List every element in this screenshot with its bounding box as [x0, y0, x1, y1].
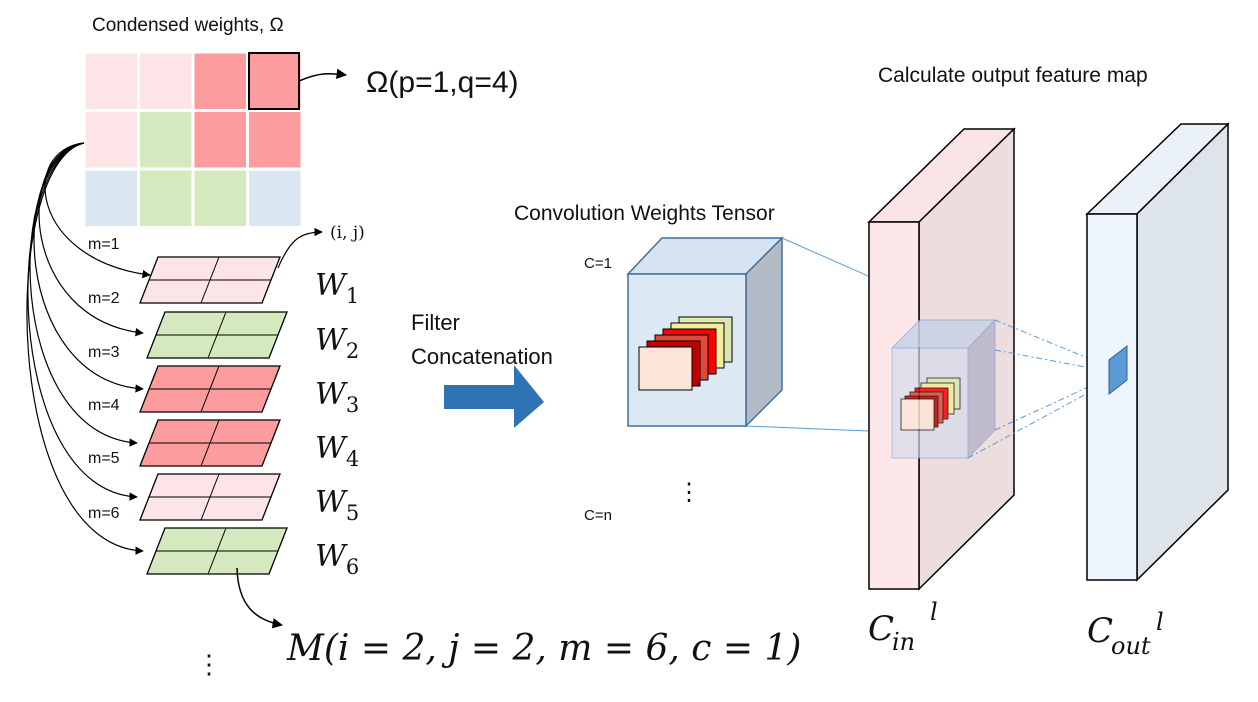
w-label: W2: [315, 323, 359, 363]
ij-callout-arrow: [277, 227, 323, 269]
filter-5: [139, 473, 281, 521]
c-last-label: C=n: [584, 507, 612, 524]
output-title: Calculate output feature map: [878, 64, 1148, 87]
grid-cell: [137, 50, 195, 112]
connector-curves: [26, 142, 151, 555]
w-label: W3: [315, 377, 359, 417]
c-in-label: C in l: [868, 598, 938, 656]
m-label: m=1: [88, 236, 120, 253]
m-label: m=2: [88, 290, 120, 307]
concat-label-line1: Filter: [411, 310, 460, 335]
filter-4: [139, 419, 281, 467]
condensed-weights-grid: [82, 50, 304, 229]
m-label: m=3: [88, 344, 120, 361]
omega-callout-label: Ω(p=1,q=4): [366, 66, 519, 99]
grid-cell: [137, 167, 195, 229]
concat-label-line2: Concatenation: [411, 344, 553, 369]
filter-2: [146, 311, 288, 359]
svg-text:out: out: [1111, 632, 1151, 660]
m-labels: m=1 m=2 m=3 m=4 m=5 m=6: [88, 236, 120, 522]
filter-slices: [638, 316, 733, 391]
input-feature-map: [867, 127, 1016, 591]
grid-cell: [137, 109, 195, 171]
grid-cell: [82, 109, 140, 171]
m-label: m=5: [88, 450, 120, 467]
grid-cell: [191, 109, 249, 171]
grid-cell: [82, 50, 140, 112]
svg-text:l: l: [1156, 608, 1164, 636]
filter-3: [139, 365, 281, 413]
svg-text:C: C: [1087, 611, 1113, 651]
grid-cell: [191, 167, 249, 229]
condensed-weights-title: Condensed weights, Ω: [92, 15, 284, 36]
receptive-field-cube: [890, 318, 997, 460]
grid-cell: [191, 50, 249, 112]
grid-cell: [246, 167, 304, 229]
svg-text:l: l: [930, 598, 938, 626]
m-label: m=4: [88, 397, 120, 414]
ij-label: (i, j): [330, 223, 365, 243]
m-label: m=6: [88, 505, 120, 522]
w-label: W4: [315, 431, 359, 471]
w-label: W1: [315, 268, 359, 308]
w-label: W5: [315, 485, 359, 525]
grid-cell: [82, 167, 140, 229]
m-formula: M(i = 2, j = 2, m = 6, c = 1): [286, 628, 801, 669]
tensor-ellipsis: ⋮: [677, 479, 701, 506]
weights-tensor-cube: [626, 236, 784, 428]
svg-text:C: C: [868, 609, 894, 649]
filter-1: [139, 256, 281, 304]
c-first-label: C=1: [584, 255, 612, 272]
grid-cell: [246, 50, 304, 112]
formula-arrow: [236, 567, 284, 629]
output-feature-map: [1085, 122, 1230, 582]
filter-stack: [139, 256, 288, 575]
tensor-title: Convolution Weights Tensor: [514, 202, 775, 225]
grid-cell: [246, 109, 304, 171]
concat-arrow: [444, 365, 544, 428]
svg-text:in: in: [892, 628, 915, 656]
callout-arrow: [298, 68, 348, 82]
projection-line: [745, 425, 893, 433]
c-out-label: C out l: [1087, 608, 1164, 660]
w-label: W6: [315, 539, 359, 579]
filter-6: [146, 527, 288, 575]
stack-ellipsis: ⋮: [196, 649, 222, 679]
output-pixel: [1108, 344, 1128, 396]
